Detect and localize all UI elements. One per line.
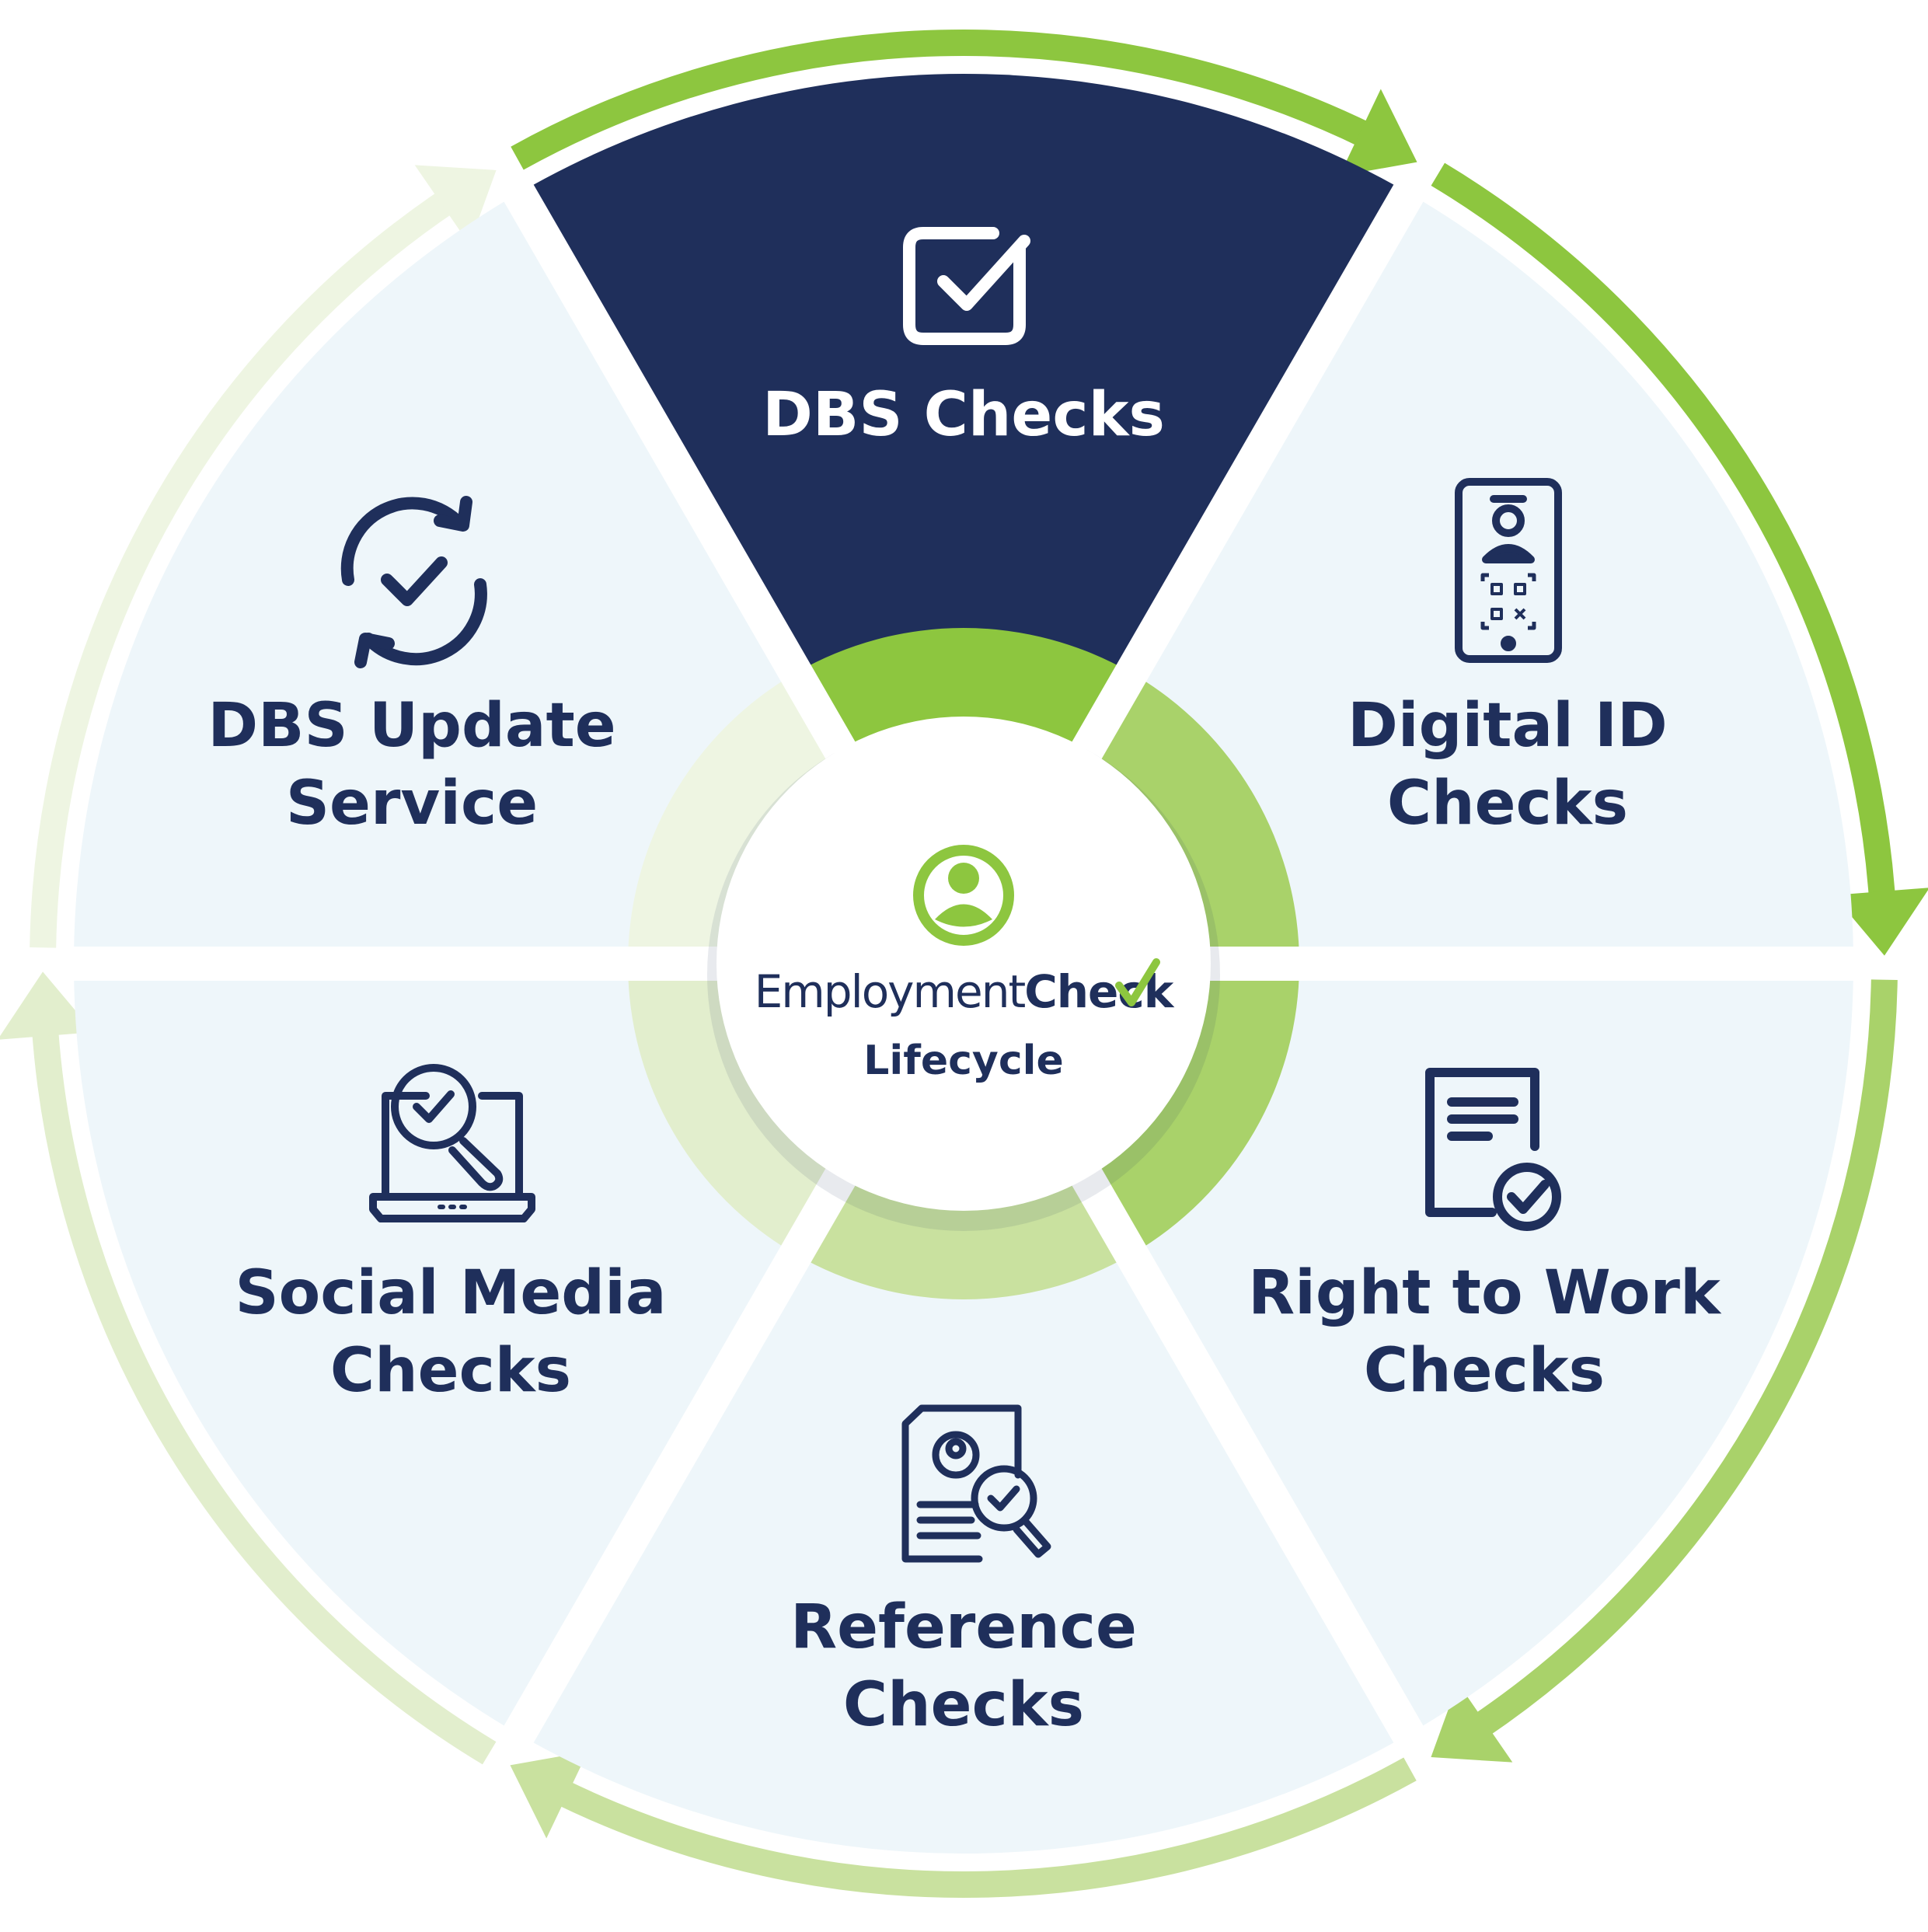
segment-dbs bbox=[518, 73, 1409, 964]
checkbox-icon bbox=[903, 227, 1030, 345]
segment-label-line: Service bbox=[286, 769, 538, 839]
cycle-arrow-head bbox=[510, 1751, 588, 1839]
segment-label-digital-id: Digital ID Checks bbox=[1348, 691, 1668, 839]
sync-check-icon bbox=[340, 496, 487, 668]
segment-label-line: Checks bbox=[330, 1336, 571, 1406]
inner-ring-sector-social-media bbox=[628, 964, 843, 1255]
inner-ring-sector-digital-id bbox=[1084, 672, 1299, 964]
cycle-arrow-head bbox=[0, 971, 94, 1040]
inner-ring-sector-right-to-work bbox=[1084, 964, 1299, 1255]
cycle-arrow-band bbox=[554, 1757, 1417, 1898]
segment-label-line: DBS Checks bbox=[762, 380, 1165, 450]
brand-check-mark-icon bbox=[1115, 958, 1160, 1006]
laptop-search-icon bbox=[369, 1064, 535, 1222]
segment-label-line: DBS Update bbox=[207, 691, 615, 761]
segment-label-line: Right to Work bbox=[1248, 1258, 1722, 1328]
brand-logo-text: EmploymentCheck bbox=[755, 965, 1175, 1018]
segment-label-line: Checks bbox=[1387, 769, 1628, 839]
inner-ring-sector-reference bbox=[796, 1172, 1131, 1299]
lifecycle-label: Lifecycle bbox=[863, 1037, 1064, 1084]
cycle-arrow-head bbox=[1833, 888, 1928, 956]
segment-label-dbs: DBS Checks bbox=[762, 380, 1165, 450]
inner-ring bbox=[628, 628, 1299, 1299]
cycle-arrow-band bbox=[511, 30, 1373, 170]
cycle-arrow-head bbox=[1339, 89, 1417, 176]
segment-label-line: Checks bbox=[843, 1670, 1084, 1740]
inner-ring-sector-dbs bbox=[796, 628, 1131, 755]
segment-label-line: Reference bbox=[790, 1592, 1137, 1662]
segment-label-line: Social Media bbox=[235, 1258, 667, 1328]
segment-label-line: Digital ID bbox=[1348, 691, 1668, 761]
user-circle-icon bbox=[913, 845, 1014, 946]
cycle-arrow-band bbox=[1431, 162, 1896, 901]
document-check-icon bbox=[1425, 1068, 1561, 1231]
cycle-arrow-band bbox=[31, 1027, 497, 1765]
center-hub: EmploymentCheck Lifecycle bbox=[707, 717, 1220, 1231]
cycle-arrow-band bbox=[1471, 979, 1898, 1738]
phone-id-qr-icon bbox=[1455, 478, 1562, 663]
segment-label-line: Checks bbox=[1364, 1336, 1605, 1406]
inner-ring-sector-dbs-update bbox=[628, 672, 843, 964]
cycle-arrow-band bbox=[30, 189, 456, 948]
document-search-icon bbox=[901, 1404, 1051, 1563]
